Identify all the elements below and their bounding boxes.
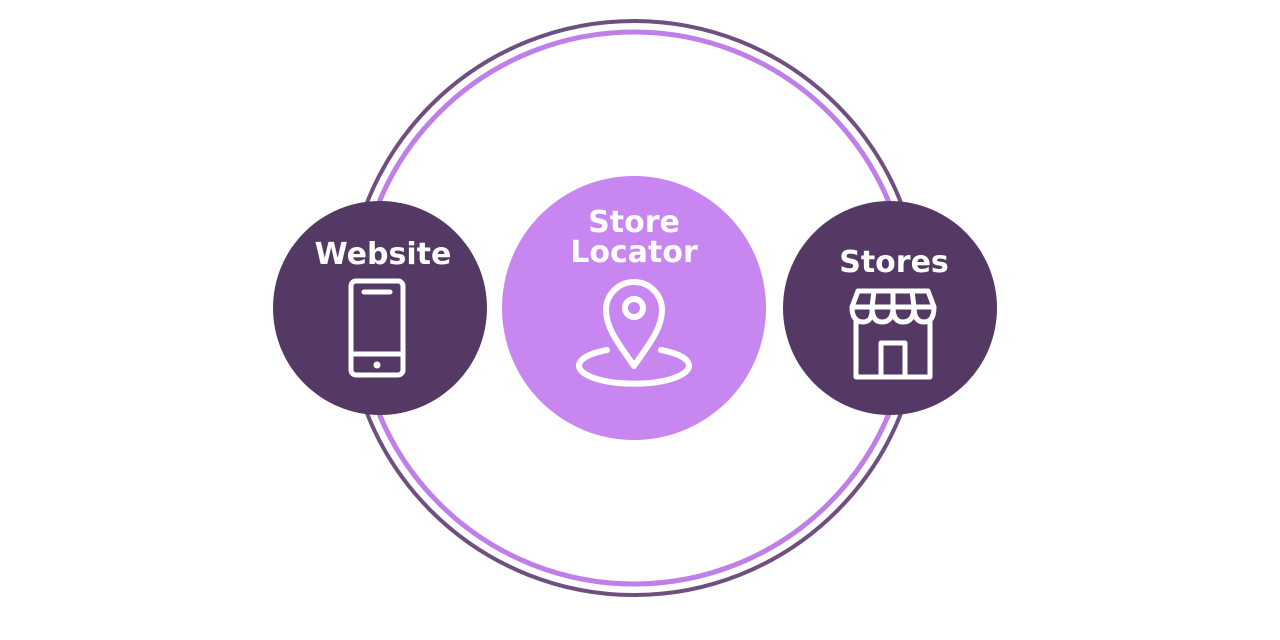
website-circle [273,201,487,415]
store-locator-label-line2: Locator [570,235,698,270]
store-locator-circle [502,176,766,440]
store-locator-node: Store Locator [502,176,766,440]
stores-label: Stores [839,245,949,280]
storefront-icon [849,288,937,380]
website-label: Website [315,237,452,272]
stores-node: Stores [783,201,997,415]
store-locator-label-line1: Store [588,205,680,240]
location-pin-icon [576,279,692,387]
website-node: Website [273,201,487,415]
smartphone-icon [348,278,406,378]
